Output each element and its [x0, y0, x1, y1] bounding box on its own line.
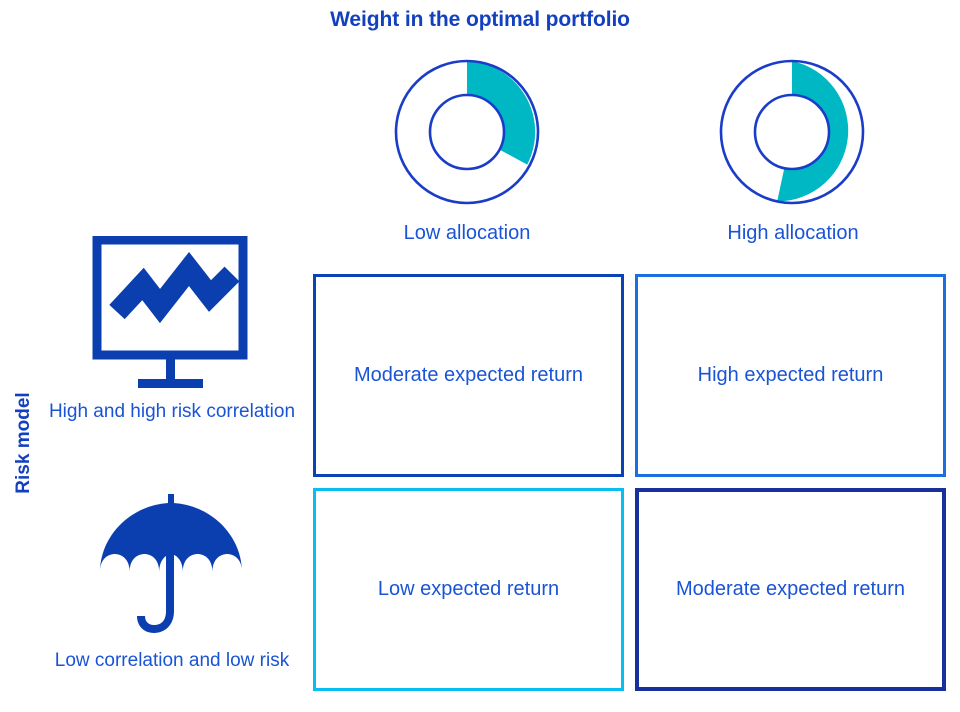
- donut-low-outer-ring: [394, 59, 540, 205]
- matrix-cell-moderate-expected-return-high-allocation[interactable]: Moderate expected return: [635, 488, 946, 691]
- matrix-cell-label: Low expected return: [377, 578, 560, 600]
- donut-low-allocation-svg: [394, 59, 540, 205]
- umbrella-icon: [92, 486, 252, 646]
- row-caption-low-risk: Low correlation and low risk: [54, 650, 290, 671]
- umbrella-icon-svg: [100, 494, 242, 633]
- monitor-chart-icon: [92, 236, 252, 396]
- monitor-chart-icon-svg: [92, 236, 248, 388]
- column-label-low-allocation: Low allocation: [403, 222, 531, 244]
- donut-high-allocation-svg: [719, 59, 865, 205]
- matrix-cell-moderate-expected-return-low-allocation[interactable]: Moderate expected return: [313, 274, 624, 477]
- matrix-cell-label: High expected return: [697, 364, 884, 386]
- donut-low-inner-ring: [428, 93, 506, 171]
- row-caption-high-risk: High and high risk correlation: [48, 401, 296, 422]
- monitor-zigzag-line: [109, 251, 240, 324]
- donut-chart-low-allocation: [391, 56, 543, 208]
- donut-high-outer-ring: [719, 59, 865, 205]
- monitor-stand-base: [138, 379, 203, 388]
- matrix-cell-label: Moderate expected return: [353, 364, 584, 386]
- donut-high-inner-ring: [753, 93, 831, 171]
- matrix-cell-high-expected-return[interactable]: High expected return: [635, 274, 946, 477]
- page-title: Weight in the optimal portfolio: [330, 8, 630, 31]
- donut-chart-high-allocation: [716, 56, 868, 208]
- umbrella-canopy: [100, 494, 242, 572]
- monitor-stand-post: [166, 355, 175, 383]
- risk-model-axis-label: Risk model: [13, 392, 34, 494]
- matrix-cell-low-expected-return[interactable]: Low expected return: [313, 488, 624, 691]
- column-label-high-allocation: High allocation: [727, 222, 859, 244]
- matrix-cell-label: Moderate expected return: [675, 578, 906, 600]
- umbrella-handle: [137, 554, 174, 633]
